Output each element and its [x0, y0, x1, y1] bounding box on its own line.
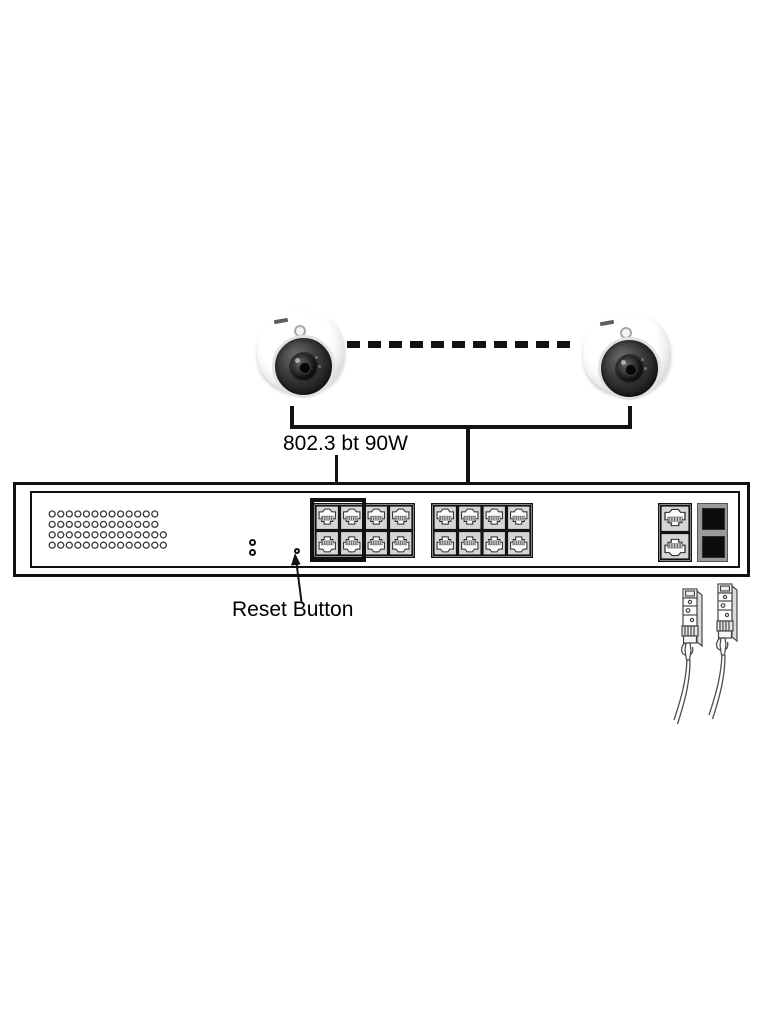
- poe-port-block-1[interactable]: [313, 503, 415, 563]
- poe-pointer-line: [335, 455, 338, 505]
- poe-standard-label: 802.3 bt 90W: [283, 432, 408, 455]
- switch-faceplate: [30, 491, 740, 568]
- sfp-slot-block[interactable]: [697, 503, 728, 562]
- reset-pinhole[interactable]: [294, 548, 300, 554]
- poe-port-block-2[interactable]: [431, 503, 533, 563]
- sfp-slot-1[interactable]: [702, 508, 725, 530]
- uplink-rj45-block[interactable]: [658, 503, 692, 567]
- camera-dome-window: [272, 335, 335, 398]
- switch-chassis: [13, 482, 750, 577]
- dome-camera-right: [583, 310, 671, 402]
- bracket-drop-line: [466, 429, 470, 486]
- system-led-2: [249, 549, 256, 556]
- dome-camera-left: [257, 308, 345, 400]
- system-led-1: [249, 539, 256, 546]
- sfp-slot-2[interactable]: [702, 536, 725, 558]
- camera-link-dashed-line: [347, 341, 578, 348]
- sfp-transceiver-left: [673, 588, 703, 725]
- camera-lens: [289, 352, 319, 382]
- reset-button-label: Reset Button: [232, 598, 354, 621]
- sfp-transceiver-cables: [673, 583, 738, 725]
- camera-dome-window: [598, 337, 661, 400]
- bracket-right-tick: [628, 406, 632, 429]
- reset-arrow: [291, 553, 303, 603]
- sfp-transceiver-right: [708, 583, 738, 720]
- bracket-horizontal-line: [290, 425, 632, 429]
- highlighted-ports-outline: [310, 498, 366, 562]
- led-indicator-grid: [48, 510, 167, 549]
- bracket-left-tick: [290, 406, 294, 429]
